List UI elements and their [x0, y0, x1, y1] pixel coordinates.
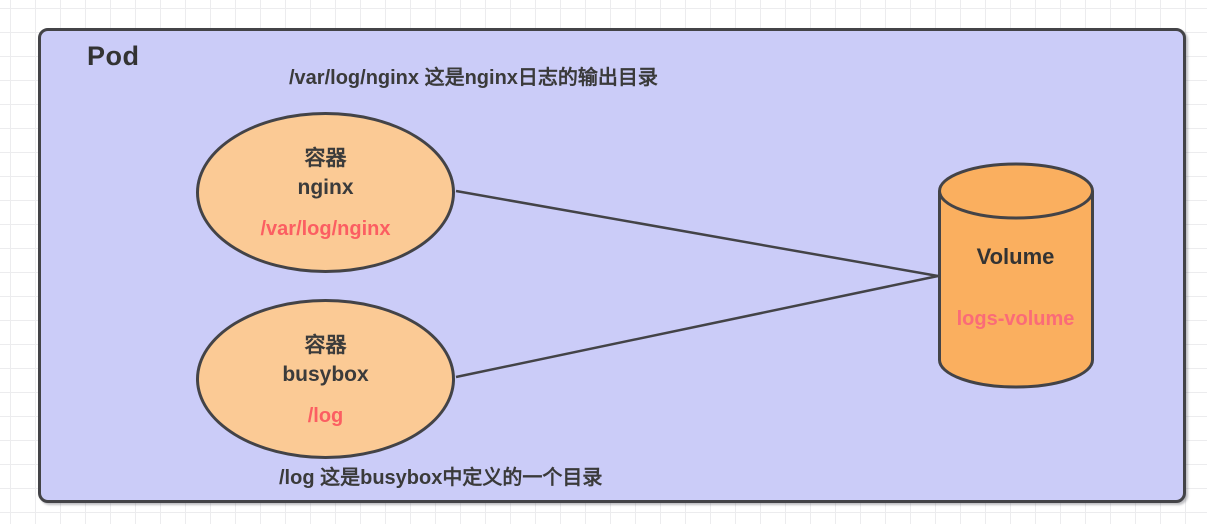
container-busybox-ellipse: 容器 busybox /log — [196, 299, 455, 459]
annotation-busybox-log-path: /log 这是busybox中定义的一个目录 — [279, 467, 603, 489]
container-name-nginx: nginx — [297, 176, 354, 199]
annotation-nginx-log-path: /var/log/nginx 这是nginx日志的输出目录 — [289, 67, 658, 89]
container-kind-label: 容器 — [304, 333, 347, 357]
volume-name: logs-volume — [956, 308, 1075, 330]
container-kind-label: 容器 — [304, 147, 347, 170]
container-busybox-mount-path: /log — [307, 404, 344, 427]
container-nginx-mount-path: /var/log/nginx — [260, 218, 391, 240]
volume-label: Volume — [976, 244, 1055, 269]
container-name-busybox: busybox — [282, 362, 369, 386]
pod-title: Pod — [87, 41, 140, 71]
container-nginx-ellipse: 容器 nginx /var/log/nginx — [196, 112, 455, 273]
